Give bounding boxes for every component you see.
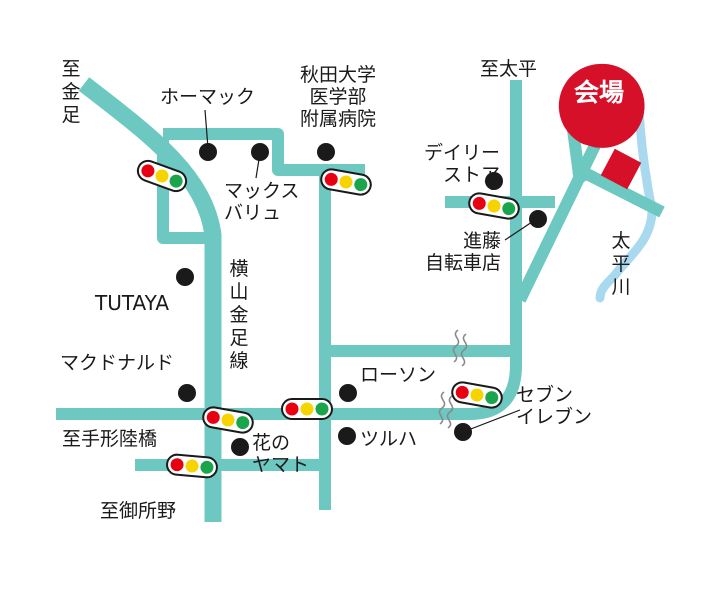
label-shindo-bicycle: 進藤 自転車店	[424, 230, 501, 274]
daily-store-dot	[485, 172, 503, 190]
direction-goshono: 至御所野	[100, 500, 177, 522]
label-homac: ホーマック	[160, 86, 256, 108]
signal-main-center	[281, 398, 333, 420]
label-tsuruha: ツルハ	[360, 428, 418, 450]
label-tutaya: TUTAYA	[95, 291, 169, 315]
hana-yamato-dot	[231, 438, 249, 456]
river-label-taihei: 太平川	[611, 230, 631, 298]
landmark-dots	[176, 143, 547, 456]
label-max-value: マックス バリュ	[224, 180, 300, 224]
road-yokoyama-kanaashi	[78, 77, 222, 522]
signal-daily-store	[468, 192, 520, 220]
signal-kanaashi-north	[136, 159, 188, 193]
label-akita-univ-hospital: 秋田大学 医学部 附属病院	[299, 64, 376, 130]
signal-hospital	[320, 168, 372, 196]
lawson-dot	[339, 384, 357, 402]
direction-taihei: 至太平	[480, 58, 538, 80]
label-daily-store: デイリー ストア	[423, 142, 500, 186]
homac-dot	[199, 143, 217, 161]
mcdonalds-dot	[178, 384, 196, 402]
taihei-river	[595, 103, 657, 303]
seven-eleven-dot	[454, 423, 472, 441]
venue-pin	[558, 63, 645, 150]
traffic-signals	[136, 159, 520, 479]
signal-seven-eleven	[451, 381, 503, 409]
label-hana-no-yamato: 花の ヤマト	[252, 432, 310, 476]
max-value-dot	[251, 143, 269, 161]
hospital-dot	[317, 143, 335, 161]
signal-lower	[166, 453, 218, 479]
road-main-horizontal	[56, 80, 522, 420]
signal-main-west	[202, 406, 254, 434]
tutaya-dot	[176, 268, 194, 286]
label-seven-eleven: セブン イレブン	[516, 384, 593, 428]
road-venue-east	[572, 162, 665, 218]
hot-spring-marks	[438, 329, 468, 429]
label-mcdonalds: マクドナルド	[60, 352, 175, 374]
label-lawson: ローソン	[360, 364, 437, 386]
direction-teganata-rikukyo: 至手形陸橋	[62, 428, 158, 450]
venue-label: 会場	[573, 78, 624, 107]
direction-kanaashi: 至金足	[61, 58, 81, 126]
road-label-yokoyama-kanaashi: 横山金足線	[229, 258, 249, 372]
venue-building	[600, 148, 642, 190]
road-diagonal-venue	[514, 132, 606, 303]
tsuruha-dot	[338, 427, 356, 445]
shindo-dot	[529, 210, 547, 228]
